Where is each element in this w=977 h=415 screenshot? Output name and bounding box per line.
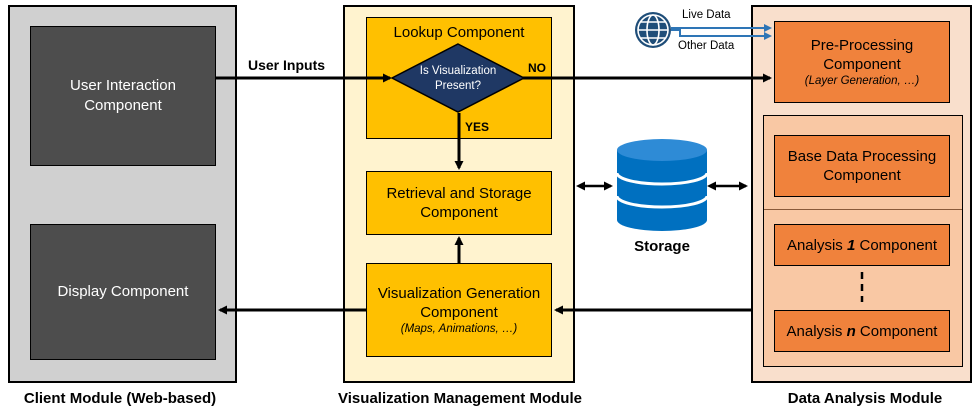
generation-note: (Maps, Animations, …) — [400, 322, 518, 335]
no-label: NO — [528, 61, 546, 75]
lookup-label: Lookup Component — [393, 24, 525, 41]
analysis-n-prefix: Analysis — [786, 322, 847, 340]
analysis-n-suffix: Component — [855, 322, 938, 340]
yes-label: YES — [465, 120, 490, 134]
retrieval-label: Retrieval and Storage Component — [386, 185, 532, 221]
decision-label: Is Visualization Present? — [419, 65, 497, 92]
other-data-label: Other Data — [678, 40, 735, 52]
analysis-1-number: 1 — [846, 236, 856, 254]
display-component: Display Component — [30, 224, 216, 360]
analysis-1-component: Analysis 1 Component — [774, 224, 950, 266]
preprocessing-component: Pre-Processing Component (Layer Generati… — [774, 21, 950, 103]
analysis-1-prefix: Analysis — [786, 236, 847, 254]
retrieval-storage-component: Retrieval and Storage Component — [366, 171, 552, 235]
analysis-n-number: n — [846, 322, 856, 340]
data-analysis-module-title: Data Analysis Module — [787, 390, 943, 407]
analysis-n-component: Analysis n Component — [774, 310, 950, 352]
other-data-arrow — [671, 29, 772, 40]
preprocessing-label: Pre-Processing Component — [810, 36, 914, 73]
display-label: Display Component — [57, 283, 189, 300]
globe-icon — [635, 12, 671, 48]
visualization-module-title: Visualization Management Module — [338, 390, 582, 407]
decision-diamond — [390, 43, 526, 113]
base-data-processing-component: Base Data Processing Component — [774, 135, 950, 197]
generation-label: Visualization Generation Component — [377, 284, 541, 321]
visualization-generation-component: Visualization Generation Component (Maps… — [366, 263, 552, 357]
analysis-1-suffix: Component — [855, 236, 938, 254]
storage-label: Storage — [634, 238, 690, 255]
analysis-divider — [764, 209, 962, 210]
user-interaction-component: User Interaction Component — [30, 26, 216, 166]
client-module-title: Client Module (Web-based) — [23, 390, 217, 407]
preprocessing-note: (Layer Generation, …) — [804, 74, 920, 87]
live-data-label: Live Data — [682, 9, 731, 21]
user-interaction-label: User Interaction Component — [70, 77, 176, 114]
base-label: Base Data Processing Component — [787, 148, 937, 184]
database-icon — [615, 139, 709, 231]
user-inputs-label: User Inputs — [248, 57, 326, 73]
